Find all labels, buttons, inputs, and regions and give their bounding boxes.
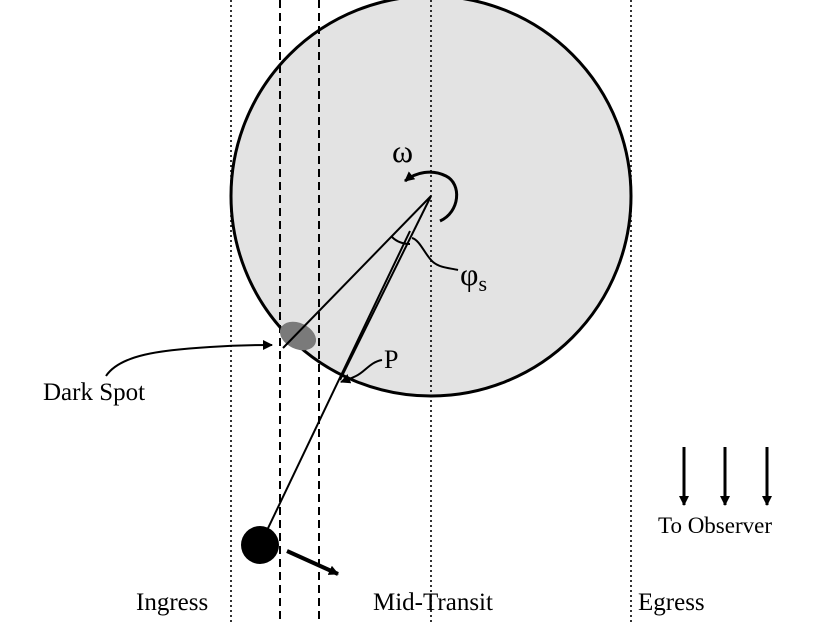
phi-s-angle-arc xyxy=(391,236,411,245)
dark-spot-label: Dark Spot xyxy=(43,379,145,406)
radius-to-limb-line xyxy=(339,195,432,381)
p-leader-arrow xyxy=(340,359,383,384)
planet-sightline xyxy=(259,230,411,546)
phi-subscript: s xyxy=(478,271,487,296)
phi-symbol: φ xyxy=(460,256,478,292)
egress-label: Egress xyxy=(638,589,705,616)
radius-to-spot-line xyxy=(282,195,432,349)
planet-motion-arrow xyxy=(286,549,339,576)
rotation-arrow xyxy=(404,170,459,223)
to-observer-label: To Observer xyxy=(658,513,772,538)
planet xyxy=(241,526,279,564)
mid-transit-label: Mid-Transit xyxy=(373,589,493,616)
dark-spot-leader-arrow xyxy=(105,340,273,377)
phi-label: φs xyxy=(460,256,487,296)
phi-s-leader-line xyxy=(411,237,459,271)
omega-label: ω xyxy=(392,133,413,169)
ingress-label: Ingress xyxy=(136,589,208,616)
p-label: P xyxy=(384,345,398,374)
